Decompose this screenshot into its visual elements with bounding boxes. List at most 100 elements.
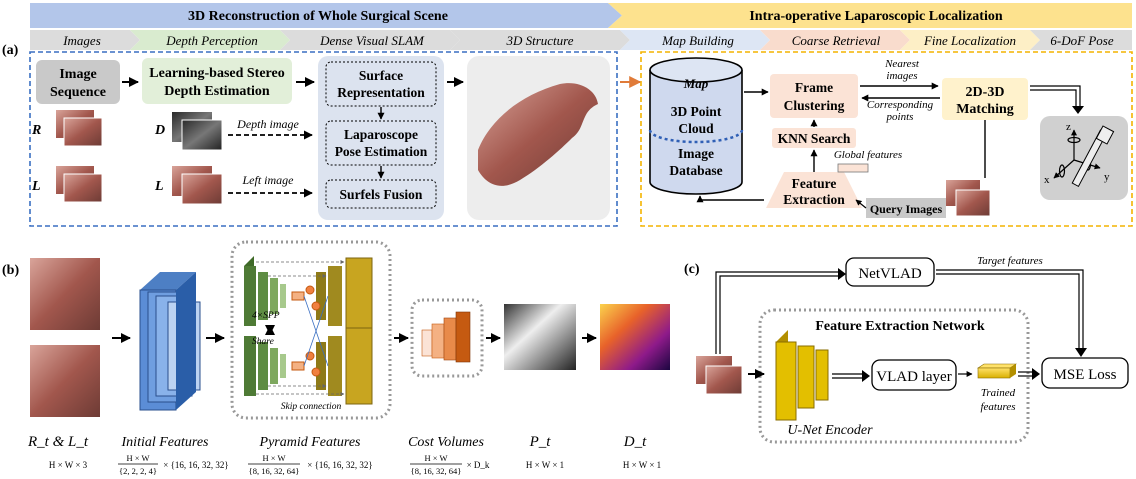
point-cloud-line1: 3D Point [671, 104, 722, 119]
map-database [648, 57, 744, 195]
image-db-line1: Image [678, 146, 714, 161]
stage-bar: Images Depth Perception Dense Visual SLA… [30, 30, 1132, 50]
tissue-model [478, 83, 598, 186]
axis-y-label: y [1104, 171, 1110, 183]
left-image-stack [172, 166, 223, 205]
banner-reconstruction-label: 3D Reconstruction of Whole Surgical Scen… [188, 9, 448, 24]
initial-dims-num: H × W [126, 453, 149, 463]
surface-rep-line1: Surface [359, 68, 403, 83]
stereo-depth-box [142, 58, 292, 104]
frame-clustering-line1: Frame [795, 80, 833, 95]
pose-est-line1: Laparoscope [344, 127, 418, 142]
depth-map [600, 304, 670, 370]
knn-box [772, 128, 856, 148]
unet-encoder-stack [775, 330, 829, 421]
stage-pose-label: 6-DoF Pose [1050, 33, 1113, 48]
cost-container [410, 298, 484, 378]
reconstruction-container [29, 51, 618, 227]
stage-coarse [760, 30, 910, 50]
axis-z-label: z [1066, 121, 1071, 133]
share-label: Share [252, 337, 274, 347]
spp-block-upper [291, 291, 305, 301]
banner-reconstruction [30, 3, 622, 28]
stage-depth-label: Depth Perception [165, 33, 258, 48]
surface-rep-box [325, 61, 437, 107]
stereo-depth-line1: Learning-based Stereo [149, 66, 284, 81]
nearest-images-line1: Nearest [884, 58, 920, 70]
cross-links [303, 295, 329, 367]
frame-clustering-box [770, 74, 858, 118]
pose-est-box [325, 120, 437, 166]
arrow-to-pose [1030, 85, 1081, 108]
vlad-layer-label: VLAD layer [876, 369, 951, 385]
cost-dims-den: {8, 16, 32, 64} [411, 466, 462, 476]
stage-structure-label: 3D Structure [505, 33, 573, 48]
stage-images [30, 30, 140, 50]
l2-label: L [154, 179, 164, 194]
slam-block [318, 56, 444, 220]
point-cloud-line2: Cloud [678, 121, 714, 136]
panel-label-a: (a) [2, 43, 19, 58]
right-input-image [30, 258, 100, 330]
pt-label: P_t [529, 434, 552, 450]
matching-line1: 2D-3D [966, 85, 1005, 100]
corresponding-points-line2: points [886, 111, 914, 123]
vlad-layer-box [871, 359, 957, 391]
mse-loss-box [1041, 357, 1129, 389]
cost-dims-num: H × W [424, 453, 447, 463]
axis-x-label: x [1044, 174, 1050, 186]
nearest-images-line2: images [886, 70, 917, 82]
pyramid-dims-num: H × W [262, 453, 285, 463]
disparity-map [504, 304, 576, 370]
query-images-label: Query Images [870, 202, 943, 216]
query-image-stack [946, 180, 991, 217]
stage-depth [130, 30, 290, 50]
rl-dims: H × W × 3 [49, 460, 88, 470]
trained-features-line2: features [980, 401, 1015, 413]
pyramid-dims-tail: × {16, 16, 32, 32} [307, 460, 372, 470]
laparoscope-icon [1071, 125, 1115, 188]
network-title: Feature Extraction Network [815, 319, 984, 334]
rl-label: R_t & L_t [27, 434, 89, 450]
panel-c: (c) NetVLAD Feature Extraction Network U… [684, 255, 1129, 444]
dt-dims: H × W × 1 [623, 460, 661, 470]
pyramid-upper-stack [244, 256, 373, 335]
dt-label: D_t [623, 434, 647, 450]
stage-map [620, 30, 770, 50]
r-image-stack [56, 110, 103, 147]
cost-label: Cost Volumes [408, 435, 484, 450]
initial-features-stack [139, 272, 201, 411]
l-image-stack [56, 166, 103, 203]
map-title: Map [683, 76, 709, 91]
spp-label: 4×SPP [252, 311, 280, 321]
banner-localization [608, 3, 1132, 28]
netvlad-label: NetVLAD [858, 266, 921, 282]
localization-container [640, 51, 1133, 227]
arrow-feature-to-db [696, 195, 764, 203]
d-label: D [154, 123, 165, 138]
image-db-line2: Database [669, 163, 722, 178]
skip-label: Skip connection [281, 402, 342, 412]
netvlad-box [845, 257, 935, 287]
mse-loss-label: MSE Loss [1054, 367, 1117, 383]
matching-line2: Matching [956, 102, 1014, 117]
surfels-box [325, 179, 437, 209]
pyramid-lower-stack [244, 327, 373, 405]
target-features-label: Target features [977, 255, 1043, 267]
panel-a: (a) 3D Reconstruction of Whole Surgical … [2, 3, 1133, 227]
pose-panel [1040, 116, 1128, 200]
initial-dims-den: {2, 2, 2, 4} [119, 466, 157, 476]
trained-features-line1: Trained [981, 387, 1016, 399]
cost-volume-stack [421, 311, 471, 363]
spp-block-lower [291, 361, 305, 371]
surface-rep-line2: Representation [337, 85, 425, 100]
matching-box [942, 78, 1028, 120]
panel-b: (b) [2, 240, 670, 476]
pose-est-line2: Pose Estimation [335, 144, 428, 159]
banner-localization-label: Intra-operative Laparoscopic Localizatio… [749, 9, 1002, 24]
stereo-depth-line2: Depth Estimation [164, 84, 270, 99]
depth-image-stack [172, 112, 223, 151]
panel-label-c: (c) [684, 262, 700, 277]
unet-label: U-Net Encoder [787, 423, 873, 438]
